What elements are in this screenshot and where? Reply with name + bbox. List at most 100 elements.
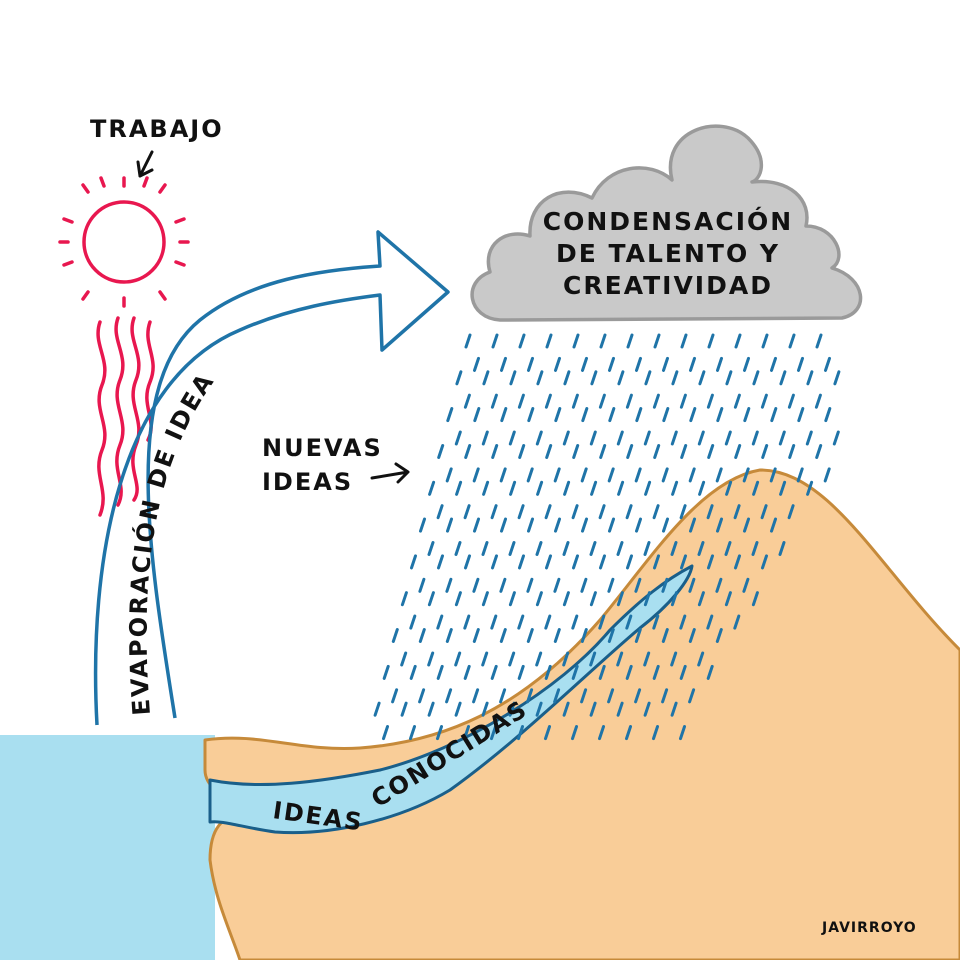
rain-drop (572, 554, 579, 570)
rain-drop (688, 688, 696, 704)
rain-drop (680, 444, 688, 459)
rain-drop (815, 444, 823, 459)
rain-drop (662, 356, 669, 372)
rain-drop (679, 614, 687, 630)
rain-drop (643, 701, 651, 717)
rain-drop (599, 333, 607, 349)
rain-drop (652, 664, 660, 680)
rain-drop (499, 628, 507, 643)
rain-drop (535, 430, 543, 446)
rain-drop (832, 430, 840, 446)
rain-drop (823, 467, 831, 483)
rain-drop (814, 393, 822, 409)
rain-drop (499, 467, 507, 483)
rain-drop (445, 467, 453, 483)
rain-drop (833, 370, 841, 386)
rain-drop (662, 517, 669, 533)
rain-drop (751, 430, 759, 446)
rain-drop (580, 628, 588, 643)
rain-drop (545, 333, 553, 349)
rain-drop (652, 725, 659, 741)
rain-drop (824, 407, 832, 423)
rain-drop (635, 517, 642, 533)
rain-drop (653, 444, 661, 459)
rain-drop (679, 504, 687, 520)
rain-drop (643, 651, 651, 667)
rain-drop (562, 651, 570, 667)
rain-drop (715, 628, 723, 643)
rain-drop (742, 577, 750, 593)
rain-drop (607, 577, 615, 593)
rain-drop (598, 725, 605, 741)
rain-drop (778, 541, 786, 556)
rain-drop (473, 517, 480, 533)
rain-drop (643, 541, 651, 556)
rain-drop (544, 725, 551, 741)
rain-drop (400, 701, 408, 717)
rain-drop (779, 480, 787, 496)
rain-drop (589, 651, 597, 667)
rain-drop (706, 664, 714, 680)
rain-drop (725, 370, 733, 386)
rain-drop (382, 664, 390, 680)
rain-drop (634, 628, 642, 643)
rain-drop (679, 393, 687, 409)
rain-drop (473, 356, 480, 372)
rain-drop (680, 333, 688, 349)
land (203, 468, 960, 960)
rain-drop (491, 333, 499, 349)
rain-drop (544, 504, 552, 520)
evaporation-label: EVAPORACIÓN DE IDEAS (0, 0, 220, 716)
rain-drop (697, 430, 705, 446)
rain-drop (616, 651, 624, 667)
rain-drop (500, 517, 507, 533)
nuevas-label: NUEVAS (262, 434, 383, 462)
rain-drop (625, 393, 633, 409)
rain-drop (454, 701, 462, 717)
rain-drop (536, 370, 544, 386)
rain-drop (490, 614, 498, 630)
rain-drop (788, 333, 796, 349)
rain-drop (617, 370, 625, 386)
rain-drop (535, 701, 543, 717)
rain-drop (734, 554, 741, 570)
rain-drop (463, 504, 471, 520)
rain-drop (437, 554, 444, 570)
rain-drop (625, 614, 633, 630)
rain-drop (580, 467, 588, 483)
rain-drop (454, 430, 462, 446)
rain-drop (491, 554, 498, 570)
rain-drop (679, 725, 686, 741)
rain-drop (670, 701, 678, 717)
rain-drop (697, 651, 705, 667)
rain-drop (463, 664, 471, 680)
rain-drop (445, 628, 453, 643)
rain-drop (607, 628, 615, 643)
rain-drop (661, 628, 669, 643)
rain-drop (518, 333, 526, 349)
rain-drop (545, 554, 552, 570)
rain-drop (509, 480, 517, 496)
rain-drop (445, 688, 453, 704)
rain-drop (688, 467, 696, 483)
river (208, 564, 694, 835)
rain-drop (760, 504, 768, 520)
rain-drop (751, 591, 759, 607)
rain-drop (482, 370, 490, 386)
rain-drop (481, 701, 489, 717)
rain-drop (598, 664, 606, 680)
rain-drop (554, 407, 562, 423)
rain-drop (554, 356, 561, 372)
rain-drop (607, 467, 615, 483)
rain-drop (824, 356, 831, 372)
rain-drop (391, 688, 399, 704)
rain-drop (517, 504, 525, 520)
rain-drop (589, 430, 597, 446)
rain-drop (509, 370, 517, 386)
rain-drop (554, 517, 561, 533)
rain-drop (706, 393, 714, 409)
rain-drop (787, 504, 795, 520)
rain-drop (724, 430, 732, 446)
rain-drop (535, 651, 543, 667)
